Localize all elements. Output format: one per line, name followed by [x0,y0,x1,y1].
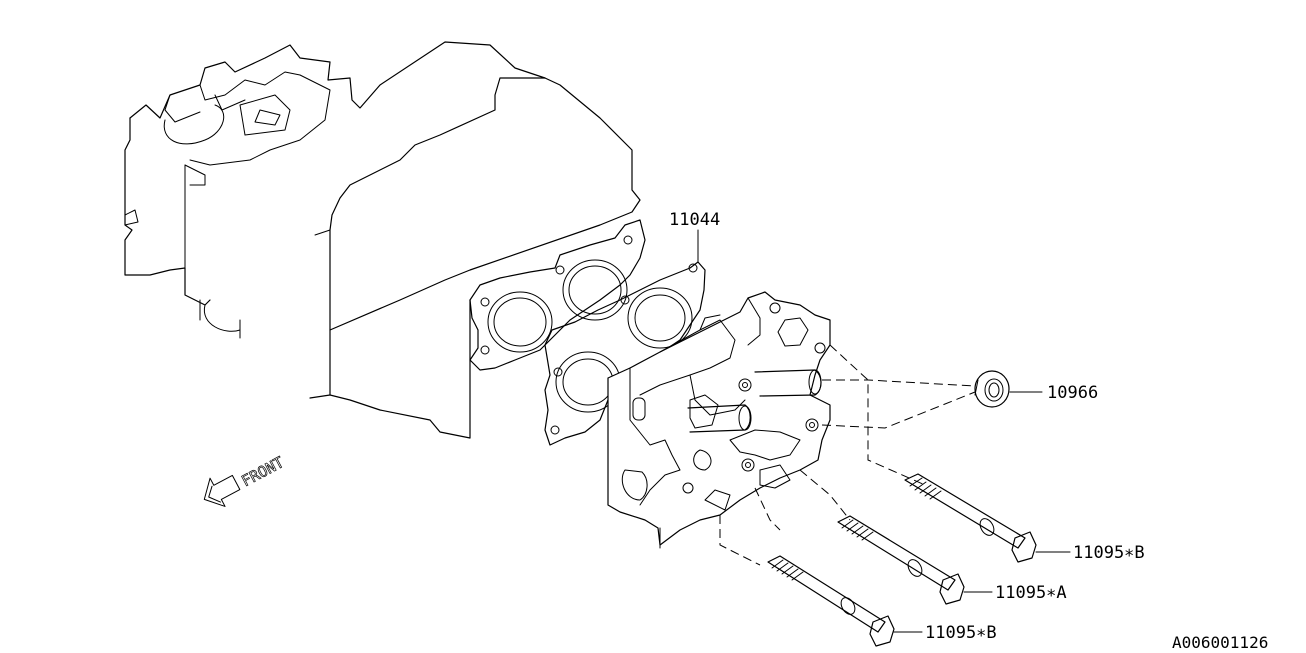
cylinder-head [607,291,831,549]
front-direction-label: FRONT [239,453,287,490]
engine-block [124,41,641,439]
part-label-bolt-upper: 11095∗B [1073,543,1145,563]
assembly-dashed-lines [719,344,976,566]
part-label-bolt-middle: 11095∗A [995,583,1067,603]
bolt-upper [904,473,1071,563]
plug-seal [974,370,1043,408]
diagram-reference-code: A006001126 [1172,633,1268,652]
bolt-lower [767,555,923,647]
part-label-plug-seal: 10966 [1047,383,1098,403]
front-direction-arrow: FRONT [203,453,287,507]
bolt-middle [837,515,993,605]
part-label-gasket: 11044 [669,210,720,230]
part-label-bolt-lower: 11095∗B [925,623,997,643]
